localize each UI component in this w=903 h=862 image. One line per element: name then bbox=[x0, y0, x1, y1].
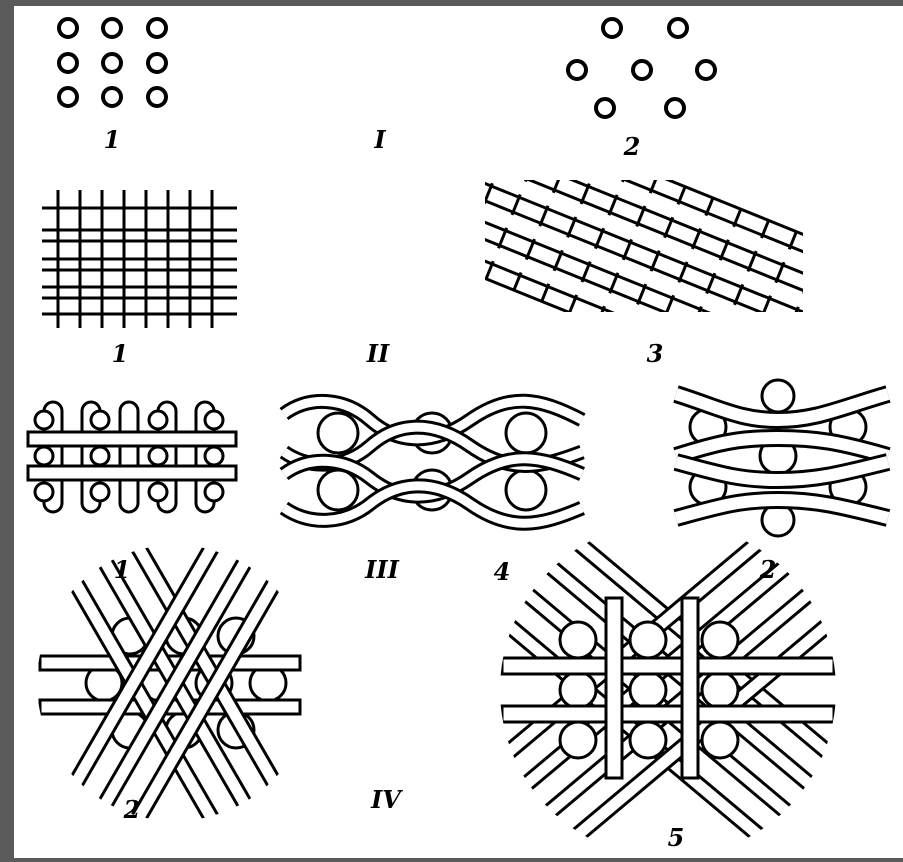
wavy-braid bbox=[284, 401, 582, 523]
label-roman-iii: III bbox=[364, 555, 399, 584]
diagonal-ladder-weave bbox=[412, 101, 871, 410]
label-roman-i: I bbox=[373, 125, 386, 154]
packing-square-circles bbox=[59, 19, 166, 106]
bent-strip-weave bbox=[676, 380, 888, 536]
weave-diagram: 1 I 2 1 II 3 1 III 4 2 2 IV 5 bbox=[14, 6, 903, 858]
label-i-1: 1 bbox=[104, 125, 121, 154]
packing-staggered-circles bbox=[568, 19, 715, 117]
triaxial-weave bbox=[40, 532, 300, 835]
label-iv-5: 5 bbox=[668, 823, 685, 852]
tetraxial-weave bbox=[484, 519, 855, 858]
label-iv-2: 2 bbox=[123, 795, 141, 824]
rod-circle-weave bbox=[28, 402, 236, 512]
label-iii-2: 2 bbox=[759, 555, 777, 584]
grid-weave bbox=[42, 190, 237, 328]
label-ii-1: 1 bbox=[112, 339, 129, 368]
label-i-2: 2 bbox=[623, 132, 641, 161]
label-ii-3: 3 bbox=[647, 339, 664, 368]
label-roman-ii: II bbox=[366, 339, 390, 368]
label-iii-4: 4 bbox=[494, 557, 511, 586]
label-roman-iv: IV bbox=[370, 785, 403, 814]
label-iii-1: 1 bbox=[114, 555, 131, 584]
diagram-sheet: 1 I 2 1 II 3 1 III 4 2 2 IV 5 bbox=[14, 6, 903, 858]
